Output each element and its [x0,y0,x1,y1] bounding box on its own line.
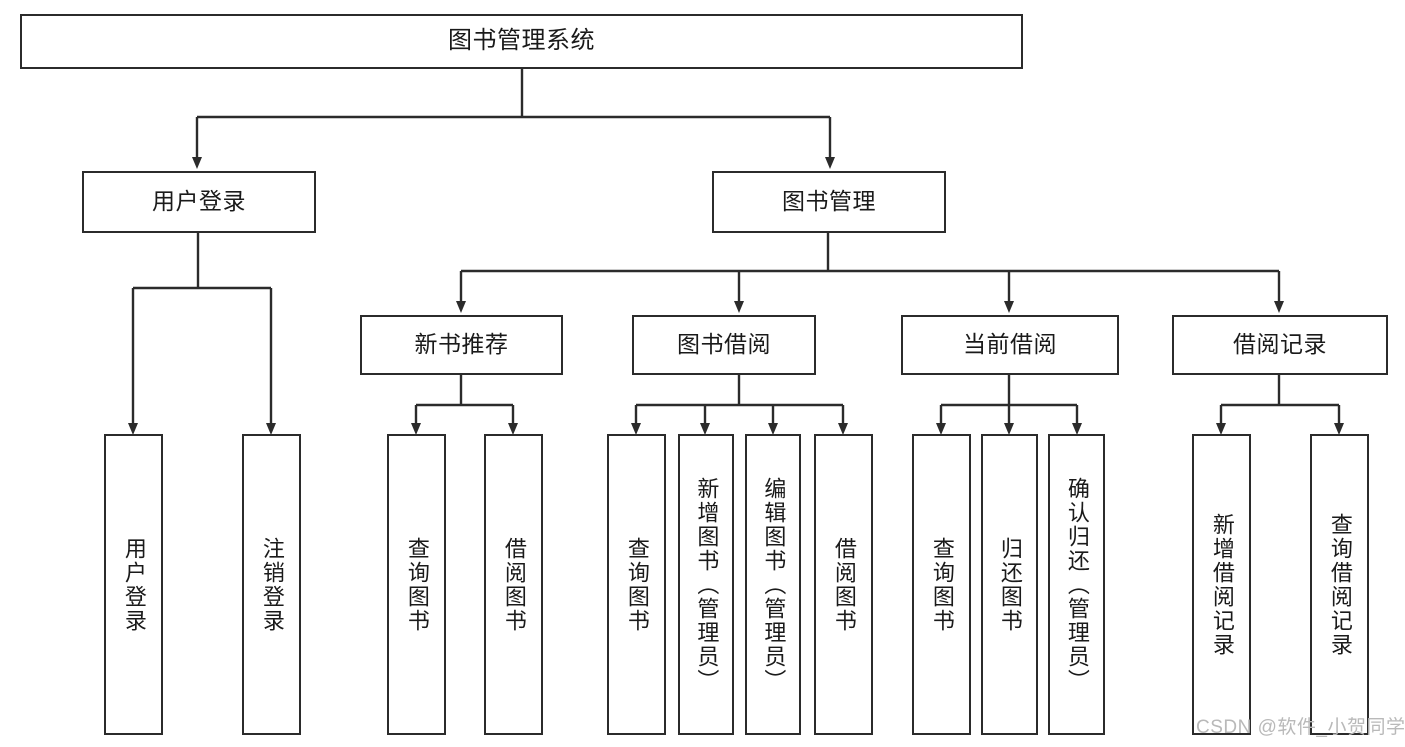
node-current-borrow[interactable]: 当前借阅 [901,315,1119,375]
node-label: 确认归还（管理员） [1064,476,1090,693]
node-label: 借阅图书 [501,536,527,633]
node-label: 注销登录 [259,536,285,633]
leaf-query-book-borrow[interactable]: 查询图书 [607,434,666,735]
node-label: 查询借阅记录 [1327,512,1353,657]
watermark: CSDN @软件_小贺同学 [1196,717,1405,738]
node-label: 查询图书 [624,536,650,633]
node-user-login[interactable]: 用户登录 [82,171,316,233]
node-label: 查询图书 [929,536,955,633]
node-label: 图书管理系统 [448,27,595,55]
node-label: 图书借阅 [677,331,771,358]
node-label: 新书推荐 [414,331,509,358]
leaf-borrow-book[interactable]: 借阅图书 [814,434,873,735]
node-label: 借阅图书 [831,536,857,633]
node-label: 新增图书（管理员） [694,476,720,693]
node-new-book-recommend[interactable]: 新书推荐 [360,315,563,375]
leaf-confirm-return-admin[interactable]: 确认归还（管理员） [1048,434,1105,735]
node-label: 查询图书 [404,536,430,633]
node-label: 用户登录 [121,536,147,633]
node-label: 用户登录 [152,188,246,215]
leaf-user-login[interactable]: 用户登录 [104,434,163,735]
leaf-edit-book-admin[interactable]: 编辑图书（管理员） [745,434,801,735]
leaf-add-book-admin[interactable]: 新增图书（管理员） [678,434,734,735]
leaf-add-borrow-record[interactable]: 新增借阅记录 [1192,434,1251,735]
node-label: 归还图书 [997,536,1023,633]
leaf-return-book[interactable]: 归还图书 [981,434,1038,735]
leaf-query-book-current[interactable]: 查询图书 [912,434,971,735]
leaf-query-book-recommend[interactable]: 查询图书 [387,434,446,735]
node-label: 当前借阅 [963,331,1057,358]
node-book-management[interactable]: 图书管理 [712,171,946,233]
node-label: 借阅记录 [1233,331,1327,358]
node-root-system[interactable]: 图书管理系统 [20,14,1023,69]
leaf-logout[interactable]: 注销登录 [242,434,301,735]
leaf-query-borrow-record[interactable]: 查询借阅记录 [1310,434,1369,735]
node-label: 新增借阅记录 [1209,512,1235,657]
leaf-borrow-book-recommend[interactable]: 借阅图书 [484,434,543,735]
node-label: 编辑图书（管理员） [761,476,787,693]
node-book-borrow[interactable]: 图书借阅 [632,315,816,375]
node-borrow-record[interactable]: 借阅记录 [1172,315,1388,375]
node-label: 图书管理 [782,188,876,215]
